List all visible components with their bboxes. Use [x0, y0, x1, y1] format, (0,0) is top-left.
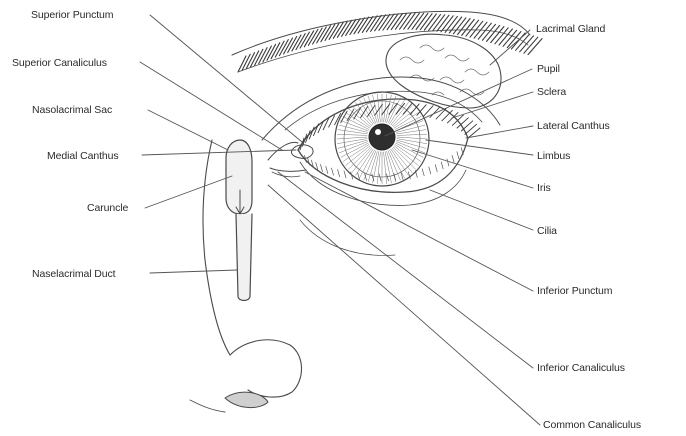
label-lateral-canthus: Lateral Canthus — [537, 120, 610, 132]
label-nasolacrimal-duct: Naselacrimal Duct — [32, 268, 116, 280]
lower-lash — [387, 174, 389, 181]
upper-lash — [368, 105, 376, 116]
lower-lash — [447, 159, 449, 166]
iris-ray — [397, 140, 426, 148]
label-inferior-canaliculus: Inferior Canaliculus — [537, 362, 625, 374]
iris-ray — [337, 134, 367, 135]
lower-lash — [429, 167, 431, 174]
lower-lash — [422, 169, 424, 176]
canaliculus-lower-edge — [272, 172, 300, 177]
nasolacrimal-duct — [236, 214, 252, 301]
lower-lash — [321, 165, 323, 172]
nostril — [225, 392, 268, 407]
iris-ray — [397, 137, 427, 139]
label-caruncle: Caruncle — [87, 202, 128, 214]
lower-lash — [441, 162, 443, 169]
inferior-canaliculus — [270, 168, 306, 171]
iris-ray — [397, 130, 426, 134]
pupil-highlight — [375, 129, 381, 135]
nose-tip — [230, 340, 302, 397]
lower-lash — [332, 168, 334, 175]
lower-lash — [316, 162, 318, 169]
iris-ray — [397, 134, 427, 135]
lower-lash — [435, 165, 437, 172]
iris-ray — [337, 139, 367, 144]
label-nasolacrimal-sac: Nasolacrimal Sac — [32, 104, 112, 116]
pupil — [369, 124, 395, 150]
label-iris: Iris — [537, 182, 551, 194]
iris-ray — [356, 149, 374, 175]
iris-ray — [338, 130, 367, 134]
label-superior-canaliculus: Superior Canaliculus — [12, 57, 107, 69]
lower-lash — [452, 156, 454, 163]
iris-ray — [391, 149, 409, 175]
label-limbus: Limbus — [537, 150, 570, 162]
upper-lash — [341, 111, 347, 122]
upper-lash — [382, 104, 390, 115]
iris-ray — [337, 137, 367, 139]
label-cilia: Cilia — [537, 225, 557, 237]
face-contour — [190, 400, 225, 412]
lower-lid-outer — [300, 162, 466, 205]
iris-ray — [360, 100, 375, 124]
lacrimal-gland-texture — [400, 45, 489, 95]
lower-lash — [344, 171, 346, 178]
label-medial-canthus: Medial Canthus — [47, 150, 119, 162]
iris-ray — [339, 125, 368, 132]
lower-lash — [338, 170, 340, 177]
label-superior-punctum: Superior Punctum — [31, 9, 113, 21]
iris-ray — [338, 140, 367, 148]
label-lacrimal-gland: Lacrimal Gland — [536, 23, 605, 35]
lower-lash — [379, 174, 381, 181]
lower-lash — [326, 166, 328, 173]
label-common-canaliculus: Common Canaliculus — [543, 419, 641, 431]
iris-ray — [397, 139, 427, 144]
upper-lash — [430, 107, 440, 118]
label-pupil: Pupil — [537, 63, 560, 75]
lower-lash — [457, 152, 459, 159]
label-sclera: Sclera — [537, 86, 566, 98]
leader-lines — [140, 15, 540, 425]
eyebrow — [238, 13, 542, 72]
label-inferior-punctum: Inferior Punctum — [537, 285, 612, 297]
